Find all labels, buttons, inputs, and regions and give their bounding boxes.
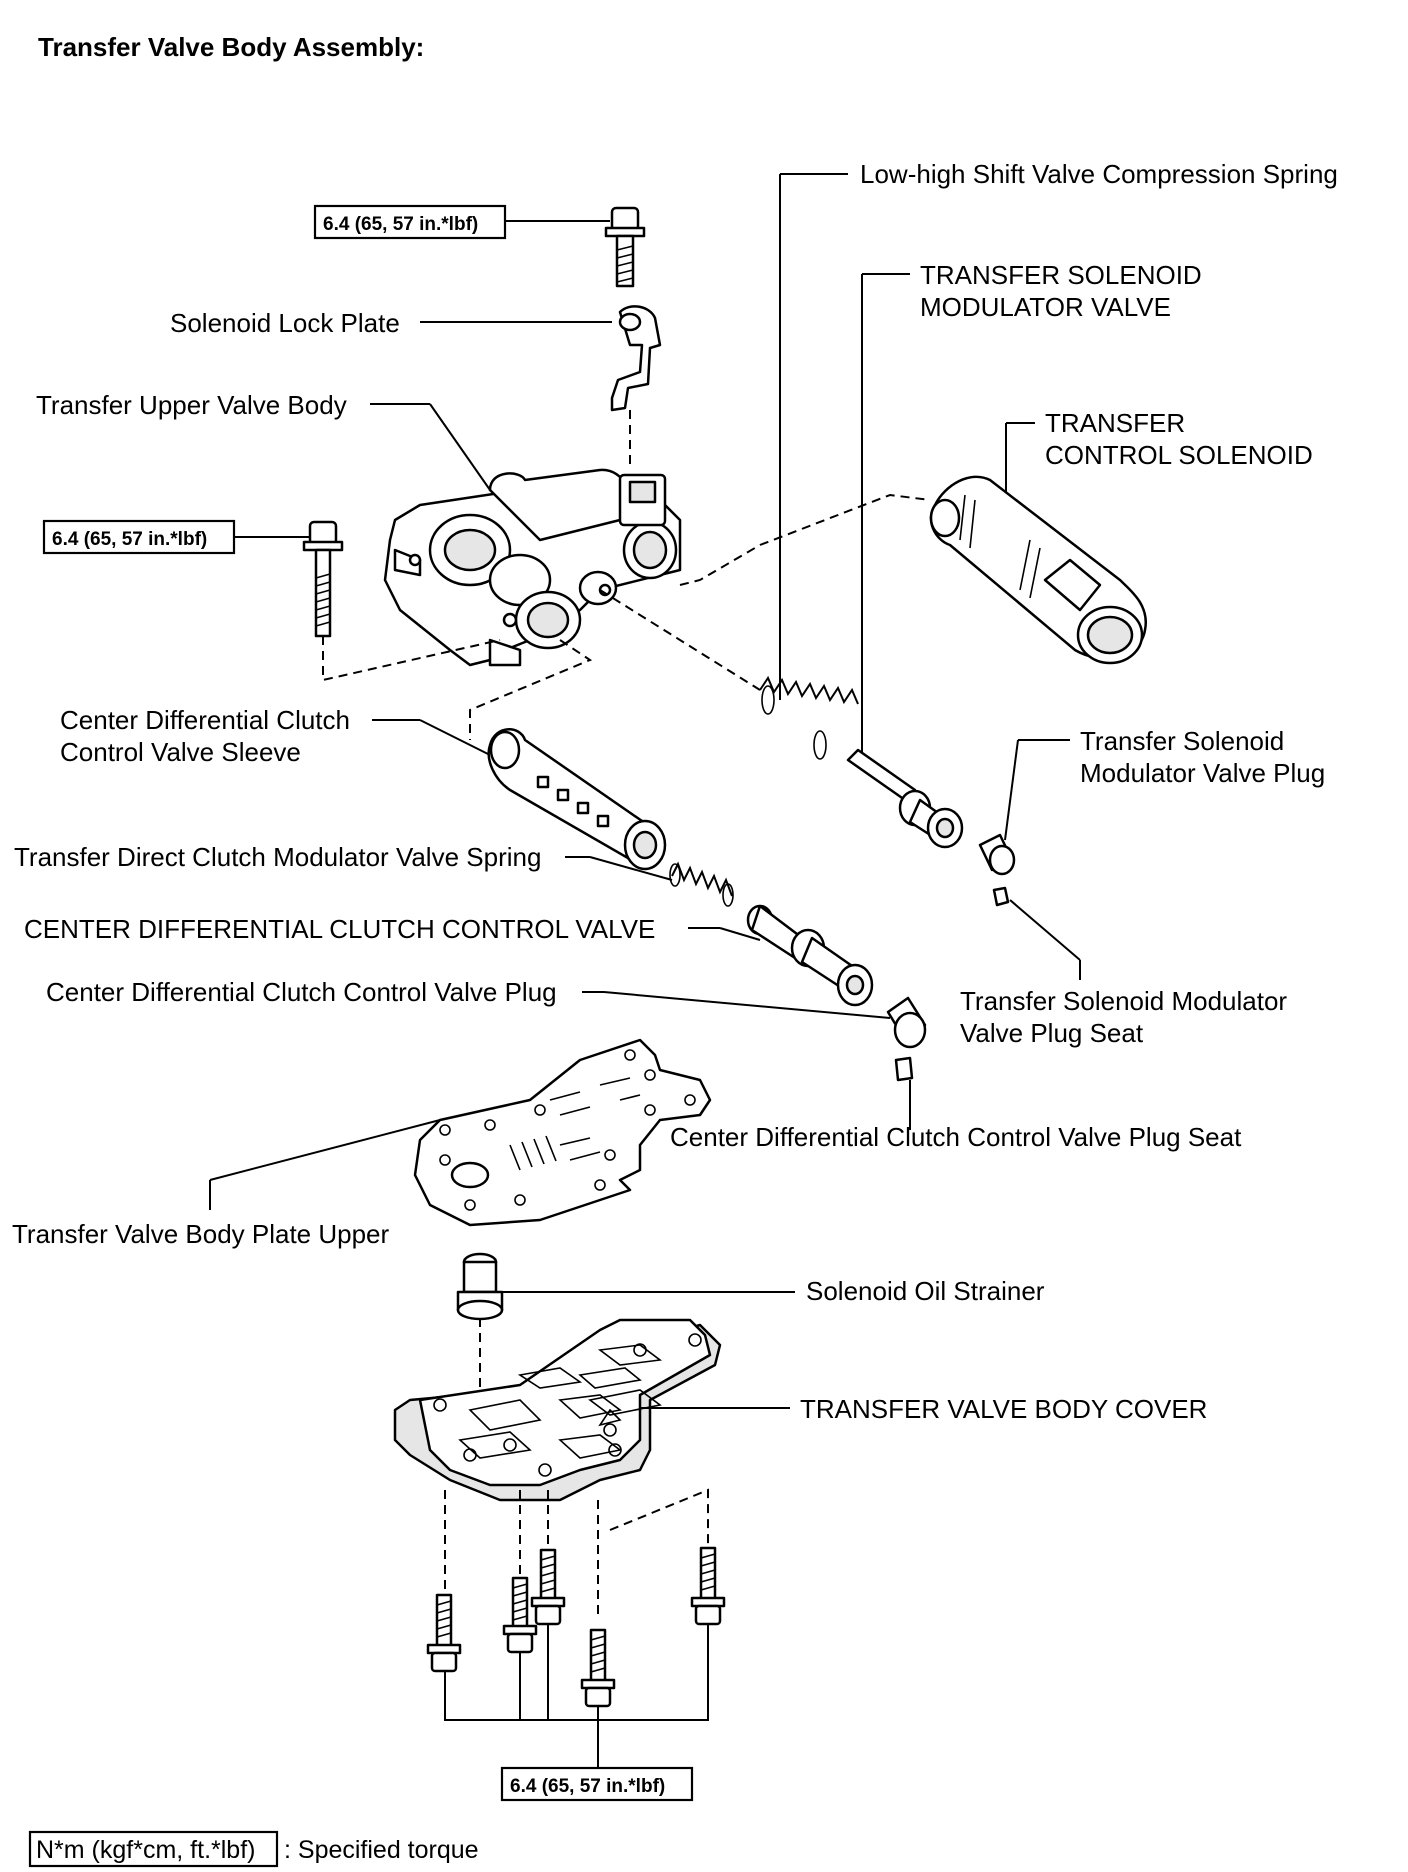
cover-bolt-1 (426, 1593, 462, 1673)
solenoid-lock-plate (610, 305, 662, 412)
label-body-plate-upper: Transfer Valve Body Plate Upper (12, 1219, 390, 1249)
control-valve-sleeve (487, 728, 667, 871)
legend-description: : Specified torque (284, 1836, 479, 1864)
transfer-valve-body-cover (393, 1318, 722, 1502)
svg-text:6.4 (65, 57 in.*lbf): 6.4 (65, 57 in.*lbf) (510, 1776, 665, 1797)
label-modulator-plug-l2: Modulator Valve Plug (1080, 758, 1325, 788)
label-solenoid-lock-plate: Solenoid Lock Plate (170, 308, 400, 338)
modulator-valve-plug (978, 833, 1016, 876)
label-clutch-control-valve: CENTER DIFFERENTIAL CLUTCH CONTROL VALVE (24, 914, 655, 944)
transfer-solenoid-modulator-valve (846, 748, 964, 849)
label-modulator-valve-l2: MODULATOR VALVE (920, 292, 1171, 322)
svg-text:6.4 (65, 57 in.*lbf): 6.4 (65, 57 in.*lbf) (323, 214, 478, 235)
label-control-solenoid-l1: TRANSFER (1045, 408, 1185, 438)
diagram-title: Transfer Valve Body Assembly: (38, 32, 424, 62)
label-valve-sleeve-l2: Control Valve Sleeve (60, 737, 301, 767)
torque-unit-legend: N*m (kgf*cm, ft.*lbf) : Specified torque (28, 1830, 479, 1868)
solenoid-oil-strainer (456, 1252, 504, 1321)
cover-bolt-2 (502, 1576, 538, 1654)
label-valve-sleeve-l1: Center Differential Clutch (60, 705, 350, 735)
bolt-top (604, 206, 646, 288)
cover-bolt-3 (530, 1548, 566, 1626)
cover-bolt-4 (580, 1628, 616, 1708)
transfer-valve-body-plate-upper (413, 1038, 712, 1227)
svg-text:6.4 (65, 57 in.*lbf): 6.4 (65, 57 in.*lbf) (52, 529, 207, 550)
label-modulator-plug-l1: Transfer Solenoid (1080, 726, 1284, 756)
label-control-valve-plug: Center Differential Clutch Control Valve… (46, 977, 557, 1007)
label-oil-strainer: Solenoid Oil Strainer (806, 1276, 1045, 1306)
label-low-high-spring: Low-high Shift Valve Compression Spring (860, 159, 1338, 189)
torque-label-bottom: 6.4 (65, 57 in.*lbf) (500, 1766, 694, 1802)
cover-bolt-5 (690, 1546, 726, 1626)
label-control-valve-plug-seat: Center Differential Clutch Control Valve… (670, 1122, 1242, 1152)
label-modulator-plug-seat-l1: Transfer Solenoid Modulator (960, 986, 1287, 1016)
torque-label-top: 6.4 (65, 57 in.*lbf) (313, 204, 507, 240)
label-valve-body-cover: TRANSFER VALVE BODY COVER (800, 1394, 1207, 1424)
torque-label-left: 6.4 (65, 57 in.*lbf) (42, 519, 236, 555)
label-upper-valve-body: Transfer Upper Valve Body (36, 390, 347, 420)
label-modulator-plug-seat-l2: Valve Plug Seat (960, 1018, 1144, 1048)
direct-clutch-modulator-spring (669, 861, 734, 907)
low-high-compression-spring (759, 675, 859, 760)
label-control-solenoid-l2: CONTROL SOLENOID (1045, 440, 1313, 470)
bolt-left (302, 520, 344, 638)
transfer-control-solenoid (929, 475, 1148, 665)
center-differential-clutch-control-valve (746, 904, 874, 1007)
modulator-valve-plug-seat (992, 886, 1010, 907)
legend-unit-box: N*m (kgf*cm, ft.*lbf) (36, 1836, 255, 1864)
transfer-upper-valve-body (383, 468, 682, 667)
label-direct-clutch-spring: Transfer Direct Clutch Modulator Valve S… (14, 842, 541, 872)
control-valve-plug-seat (894, 1056, 914, 1082)
label-modulator-valve-l1: TRANSFER SOLENOID (920, 260, 1202, 290)
control-valve-plug (886, 996, 927, 1049)
